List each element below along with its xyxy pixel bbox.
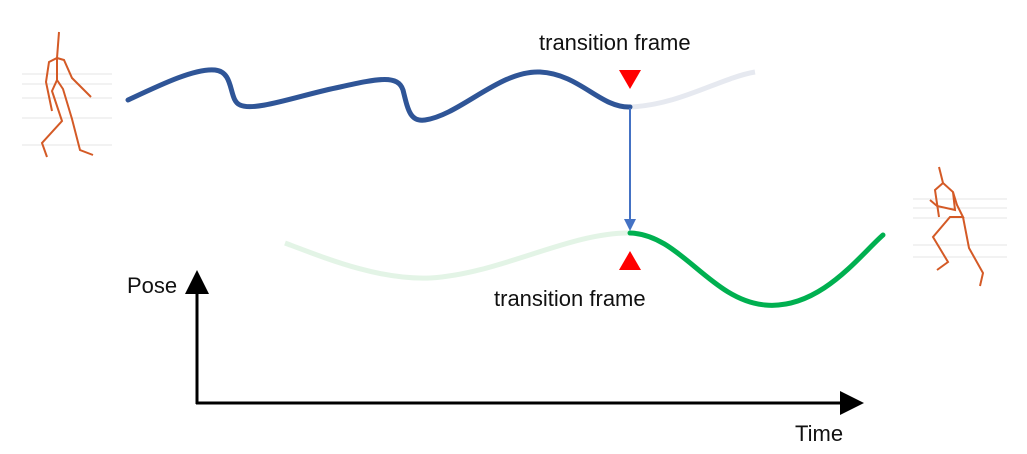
transition-marker-up-icon	[619, 251, 641, 270]
transition-marker-down-icon	[619, 70, 641, 89]
transition-frame-label-bottom: transition frame	[494, 286, 646, 311]
y-axis-label: Pose	[127, 273, 178, 298]
target-motion-curve	[627, 230, 886, 308]
source-motion-faded-curve	[629, 69, 756, 110]
transition-frame-label-top: transition frame	[539, 30, 691, 55]
target-motion-faded-curve	[284, 230, 631, 281]
right-skeleton-figure	[913, 166, 1007, 287]
left-skeleton-figure	[22, 31, 112, 158]
x-axis-label: Time	[795, 421, 844, 446]
source-motion-curve	[125, 67, 633, 123]
